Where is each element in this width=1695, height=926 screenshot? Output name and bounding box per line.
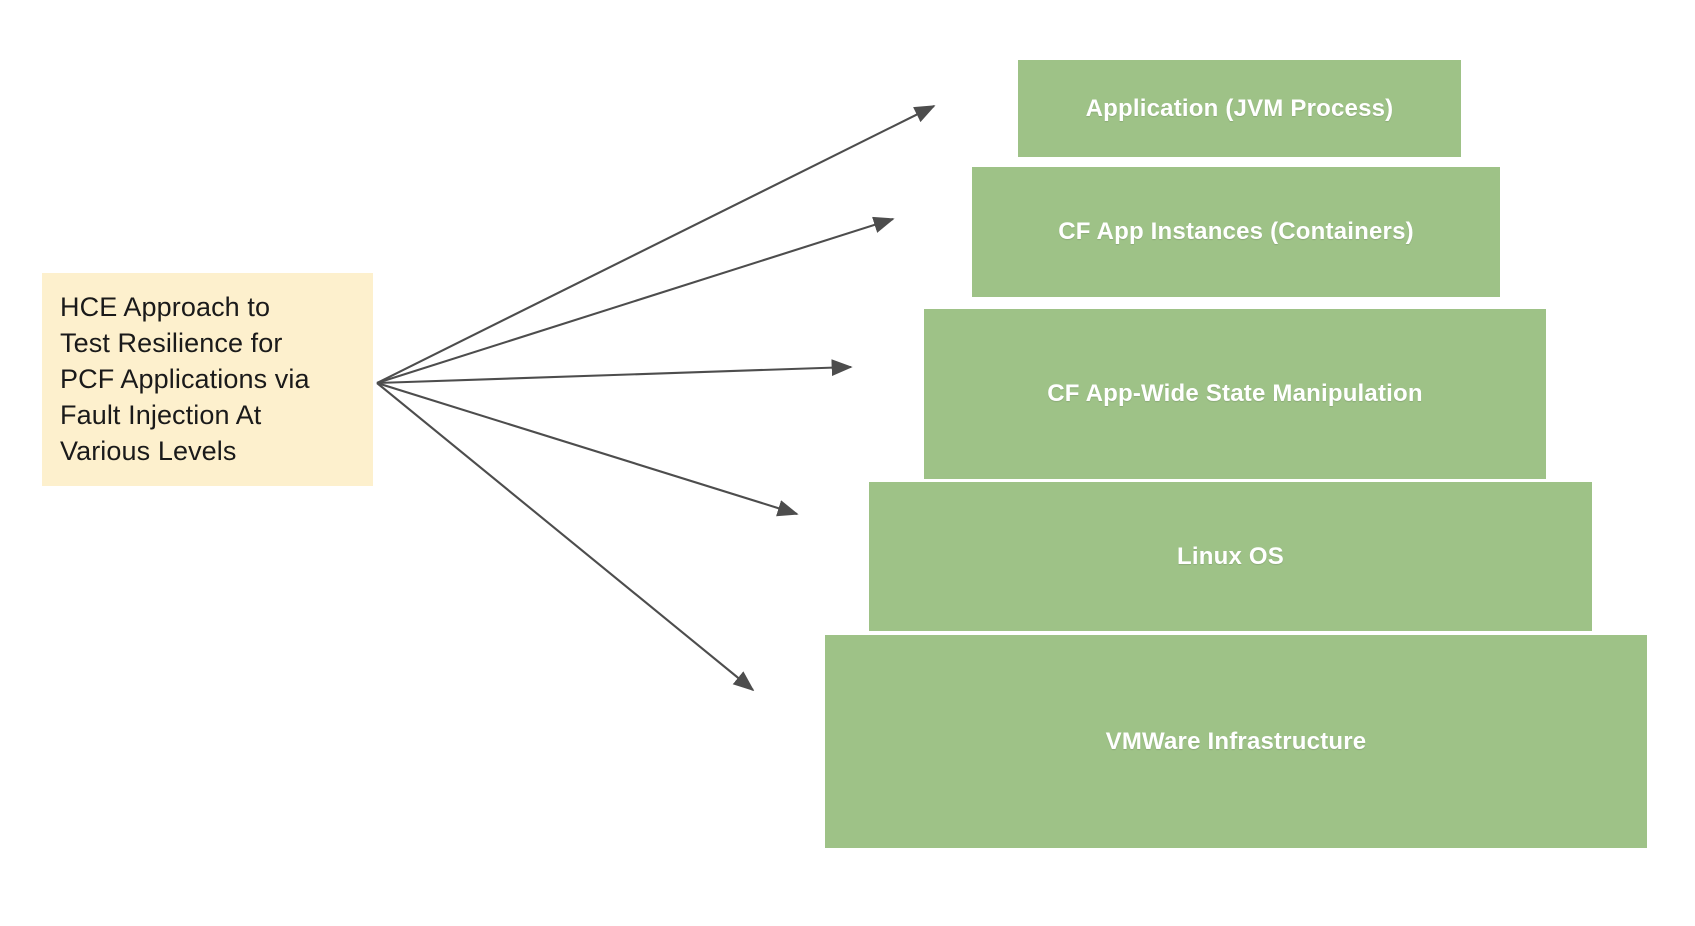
- source-note-box: HCE Approach to Test Resilience for PCF …: [42, 273, 373, 486]
- layer-label-vmware-infrastructure: VMWare Infrastructure: [1105, 727, 1367, 755]
- arrow-to-cf-app-wide-state: [376, 359, 853, 385]
- layer-box-application[interactable]: Application (JVM Process): [1018, 60, 1461, 157]
- layer-box-cf-app-wide-state[interactable]: CF App-Wide State Manipulation: [924, 309, 1546, 479]
- layer-label-application: Application (JVM Process): [1085, 94, 1394, 122]
- arrow-to-application: [376, 105, 936, 384]
- source-note-text: HCE Approach to Test Resilience for PCF …: [60, 292, 310, 466]
- arrow-to-linux-os: [376, 381, 799, 517]
- layer-label-cf-app-wide-state: CF App-Wide State Manipulation: [1047, 380, 1423, 407]
- layer-box-vmware-infrastructure[interactable]: VMWare Infrastructure: [825, 635, 1647, 848]
- arrow-to-vmware-infrastructure: [376, 382, 755, 692]
- layer-label-cf-app-instances: CF App Instances (Containers): [1058, 218, 1414, 245]
- layer-box-cf-app-instances[interactable]: CF App Instances (Containers): [972, 167, 1500, 297]
- arrow-to-cf-app-instances: [376, 216, 895, 385]
- layer-label-linux-os: Linux OS: [1177, 542, 1284, 570]
- layer-box-linux-os[interactable]: Linux OS: [869, 482, 1592, 631]
